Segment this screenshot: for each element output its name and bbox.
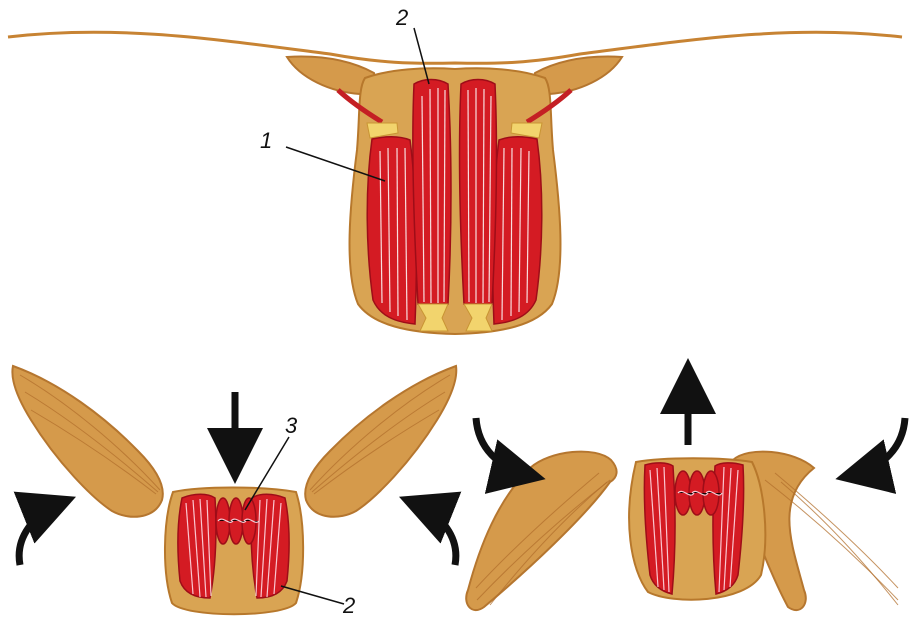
- right-wing-left: [466, 452, 616, 611]
- top-label-2: 2: [395, 5, 408, 30]
- curved-arrow-right-icon: [412, 502, 456, 565]
- right-upstroke-section: [466, 372, 905, 610]
- top-thorax-section: 2 1: [8, 5, 902, 334]
- left-label-2: 2: [342, 593, 355, 618]
- left-wing-left: [12, 366, 162, 517]
- top-label-1: 1: [260, 128, 272, 153]
- curved-arrow-upstroke-left-icon: [476, 418, 532, 476]
- curved-arrow-upstroke-right-icon: [849, 418, 905, 476]
- left-downstroke-section: 3 2: [12, 366, 456, 618]
- left-wing-right: [305, 366, 456, 517]
- left-label-3: 3: [285, 413, 298, 438]
- top-left-lateral-muscle: [367, 137, 416, 324]
- left-dorsoventral-bundles: [216, 498, 259, 544]
- top-wing-line: [8, 32, 902, 63]
- top-right-lateral-muscle: [493, 137, 542, 324]
- curved-arrow-left-icon: [19, 502, 63, 565]
- right-dorsoventral-bundles: [675, 471, 722, 515]
